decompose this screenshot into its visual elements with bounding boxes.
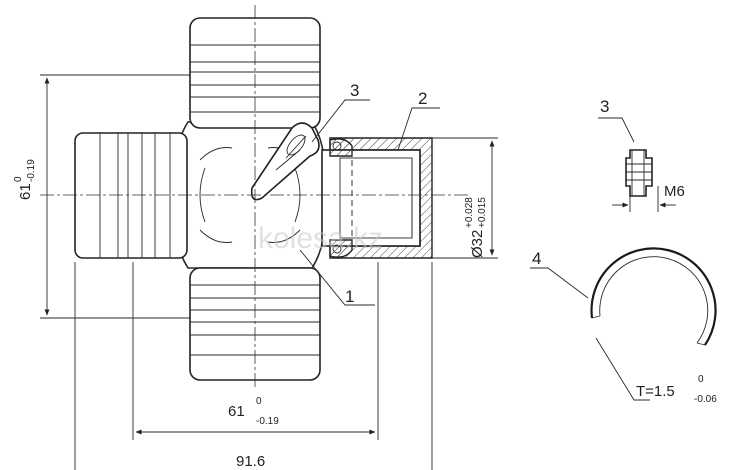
callout-3: 3	[311, 81, 370, 143]
callout-2-label: 2	[418, 89, 427, 108]
dim-ring-lower: -0.06	[694, 394, 717, 405]
callout-4-label: 4	[532, 249, 541, 268]
dim-bottom-overall: 91.6	[74, 262, 433, 470]
dim-left-vertical: 61 0 -0.19	[13, 74, 190, 319]
dim-bottom-inner-lower: -0.19	[256, 416, 279, 427]
callout-1: 1	[299, 249, 375, 306]
callout-3-detail-label: 3	[600, 97, 609, 116]
right-bearing-cup-section	[321, 137, 433, 259]
dim-cup-upper: +0.028	[464, 197, 475, 228]
dim-ring-upper: 0	[698, 374, 704, 385]
dim-bottom-inner-upper: 0	[256, 396, 262, 407]
dim-thread-value: M6	[664, 183, 685, 200]
dim-left-lower: -0.19	[26, 159, 37, 182]
dim-cup-diameter: Ø32 +0.028 +0.015	[432, 137, 498, 259]
left-bearing-cup	[74, 132, 188, 259]
callout-3-label: 3	[350, 81, 359, 100]
dim-bottom-inner: 61 0 -0.19	[132, 262, 379, 440]
callout-1-label: 1	[345, 287, 354, 306]
center-lines	[40, 5, 470, 390]
dim-ring-value: T=1.5	[636, 383, 675, 400]
dim-cup-value: Ø32	[469, 230, 486, 258]
grease-fitting	[250, 122, 320, 201]
dim-cup-lower: +0.015	[477, 197, 488, 228]
dim-left-upper: 0	[13, 176, 24, 182]
callout-2: 2	[397, 89, 440, 151]
watermark: kolesa.kz	[258, 222, 383, 255]
detail-snap-ring: 4 T=1.5 0 -0.06	[530, 247, 717, 405]
dim-bottom-inner-value: 61	[228, 403, 245, 420]
dim-left-value: 61	[17, 183, 34, 200]
detail-grease-fitting: 3 M6	[598, 97, 685, 212]
dim-bottom-overall-value: 91.6	[236, 453, 265, 470]
